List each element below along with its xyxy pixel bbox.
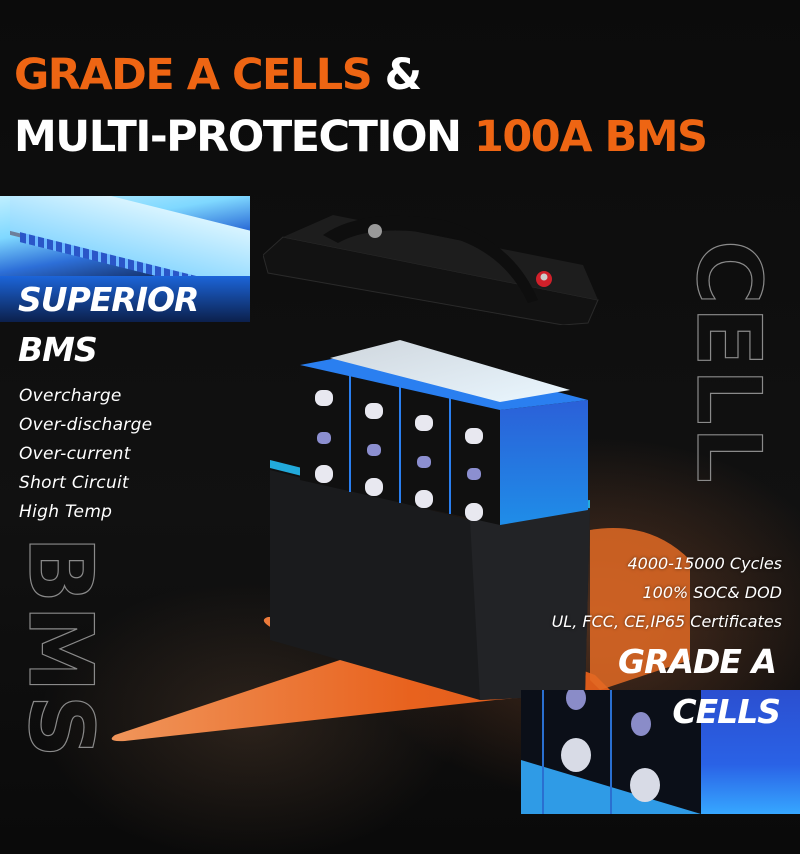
spec-soc-dod: 100% SOC& DOD xyxy=(642,583,782,602)
cells-closeup-graphic xyxy=(521,690,701,814)
headline-ampersand: & xyxy=(371,50,423,100)
bms-closeup-image xyxy=(0,196,250,322)
cell-outline-text: CELL xyxy=(676,239,780,485)
bms-heading: BMS xyxy=(18,330,98,369)
spec-certificates: UL, FCC, CE,IP65 Certificates xyxy=(551,612,782,631)
cells-closeup-image xyxy=(521,690,800,814)
headline-line-1: GRADE A CELLS & xyxy=(14,50,423,100)
bms-cells-top xyxy=(0,276,250,322)
feature-item: Short Circuit xyxy=(19,473,130,493)
feature-item: Over-discharge xyxy=(19,415,153,435)
headline-grade-a-cells: GRADE A CELLS xyxy=(14,50,373,100)
cells-side-blue xyxy=(701,690,800,814)
cells-heading: CELLS xyxy=(672,692,781,731)
grade-a-heading: GRADE A xyxy=(618,642,777,681)
superior-heading: SUPERIOR xyxy=(18,280,199,319)
spec-list: 4000-15000 Cycles 100% SOC& DOD UL, FCC,… xyxy=(552,549,782,636)
battery-cell-pack-image xyxy=(270,340,590,700)
headline-multi-protection: MULTI-PROTECTION xyxy=(14,112,474,162)
feature-item: High Temp xyxy=(19,502,113,522)
headline-100a-bms: 100A BMS xyxy=(473,112,708,162)
feature-item: Over-current xyxy=(19,444,131,464)
battery-lid-image xyxy=(263,215,599,325)
bms-feature-list: Overcharge Over-discharge Over-current S… xyxy=(19,382,152,527)
headline-line-2: MULTI-PROTECTION 100A BMS xyxy=(14,112,708,162)
spec-cycles: 4000-15000 Cycles xyxy=(627,554,782,573)
bms-outline-text: BMS xyxy=(8,535,112,761)
feature-item: Overcharge xyxy=(19,386,122,406)
